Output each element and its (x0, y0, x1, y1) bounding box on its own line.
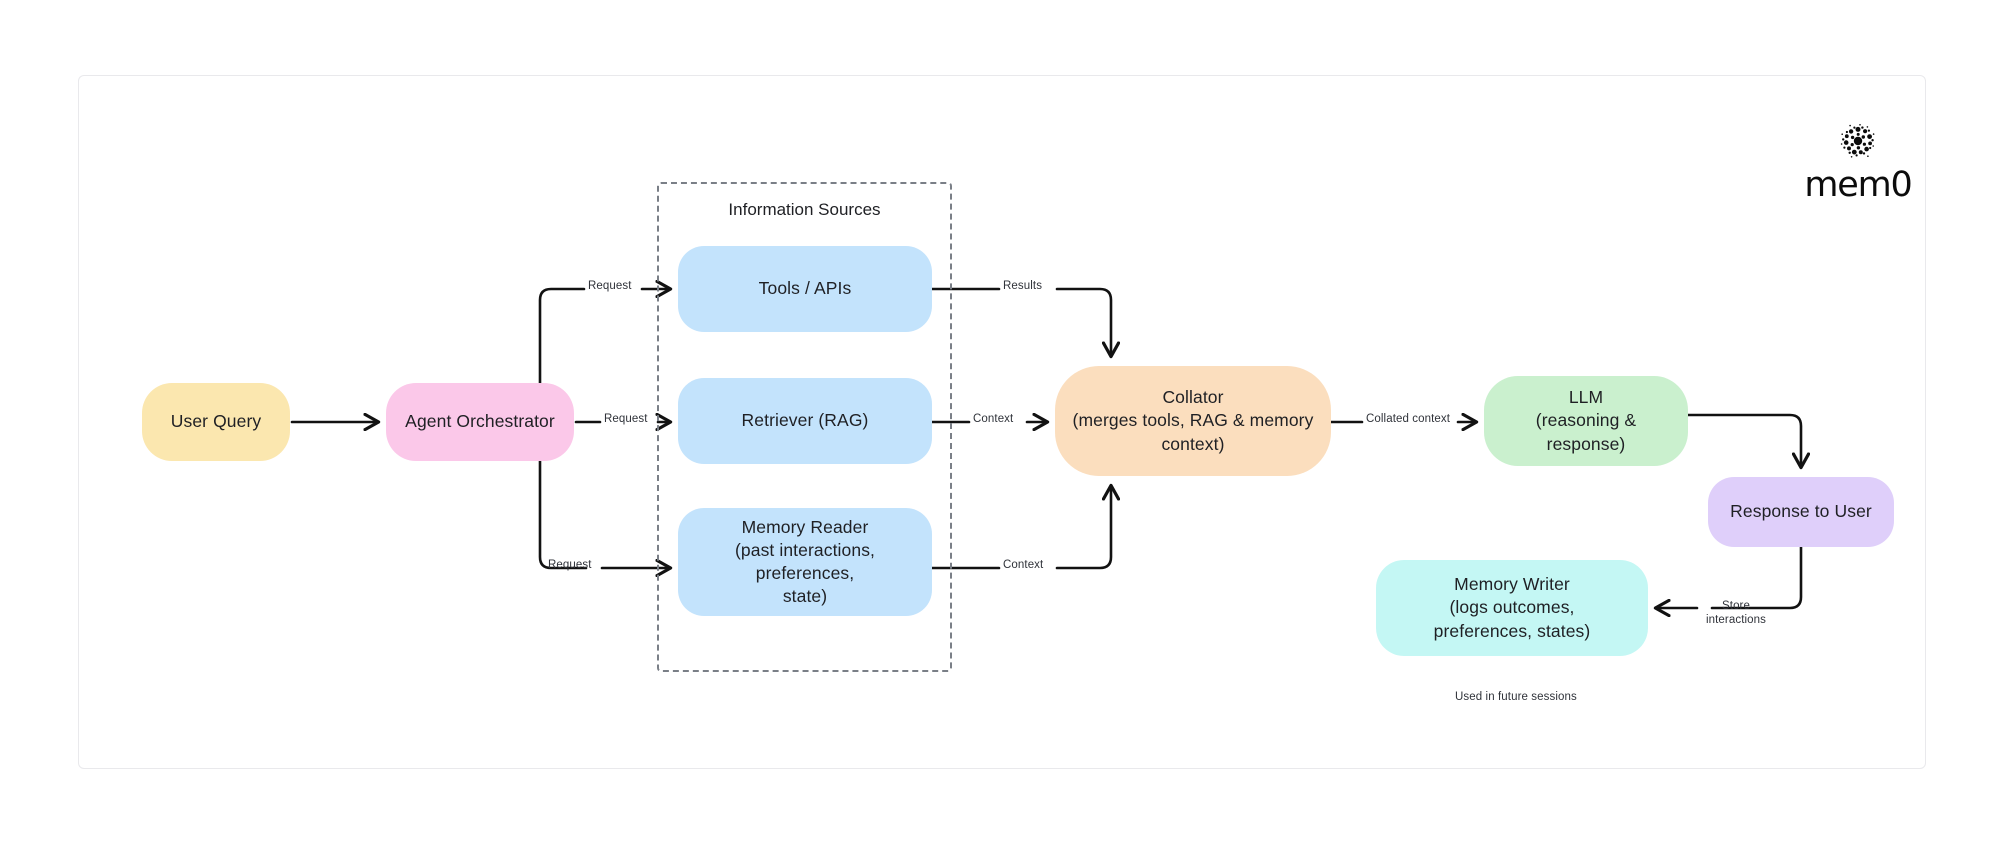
mem0-particle-icon (1840, 124, 1875, 158)
edge-label-request-retriever: Request (604, 413, 648, 425)
node-llm-line2: (reasoning & response) (1535, 410, 1637, 454)
node-collator-line3: context) (1161, 433, 1225, 454)
node-user-query-label: User Query (170, 411, 262, 432)
node-user-query[interactable]: User Query (142, 383, 290, 461)
node-memory-reader[interactable]: Memory Reader (past interactions, prefer… (678, 508, 932, 616)
node-memory-writer-line1: Memory Writer (1454, 574, 1570, 595)
node-memory-writer-line2: (logs outcomes, (1449, 597, 1575, 618)
mem0-wordmark: mem0 (1804, 165, 1912, 205)
node-tools-apis[interactable]: Tools / APIs (678, 246, 932, 332)
node-memory-writer[interactable]: Memory Writer (logs outcomes, preference… (1376, 560, 1648, 656)
edge-label-results: Results (1003, 280, 1043, 292)
node-agent-orchestrator[interactable]: Agent Orchestrator (386, 383, 574, 461)
edge-label-context-rag: Context (973, 413, 1014, 425)
node-response-to-user[interactable]: Response to User (1708, 477, 1894, 547)
node-memory-reader-line2: (past interactions, preferences, (734, 539, 876, 583)
node-response-to-user-label: Response to User (1730, 501, 1872, 522)
edge-label-store-interactions-line2: interactions (1705, 613, 1766, 626)
edge-label-store-interactions: Store interactions (1700, 600, 1772, 627)
node-collator-line1: Collator (1162, 387, 1224, 408)
edge-label-request-memory: Request (548, 559, 592, 571)
edge-label-collated-context: Collated context (1366, 413, 1451, 425)
node-llm[interactable]: LLM (reasoning & response) (1484, 376, 1688, 466)
note-used-in-future-sessions: Used in future sessions (1455, 691, 1577, 703)
node-collator[interactable]: Collator (merges tools, RAG & memory con… (1055, 366, 1331, 476)
node-memory-reader-line1: Memory Reader (741, 516, 869, 537)
edge-label-request-tools: Request (588, 280, 632, 292)
mem0-logo: mem0 (1798, 118, 1918, 203)
node-memory-reader-line3: state) (782, 586, 828, 607)
edge-label-context-memory: Context (1003, 559, 1044, 571)
edge-label-store-interactions-line1: Store (1722, 600, 1750, 612)
node-llm-line1: LLM (1568, 387, 1604, 408)
node-retriever-rag-label: Retriever (RAG) (741, 410, 869, 431)
node-collator-line2: (merges tools, RAG & memory (1072, 410, 1314, 431)
node-agent-orchestrator-label: Agent Orchestrator (405, 411, 555, 432)
group-information-sources-title: Information Sources (728, 200, 881, 219)
node-memory-writer-line3: preferences, states) (1433, 620, 1591, 641)
node-retriever-rag[interactable]: Retriever (RAG) (678, 378, 932, 464)
node-tools-apis-label: Tools / APIs (758, 278, 852, 299)
group-information-sources (657, 182, 952, 672)
